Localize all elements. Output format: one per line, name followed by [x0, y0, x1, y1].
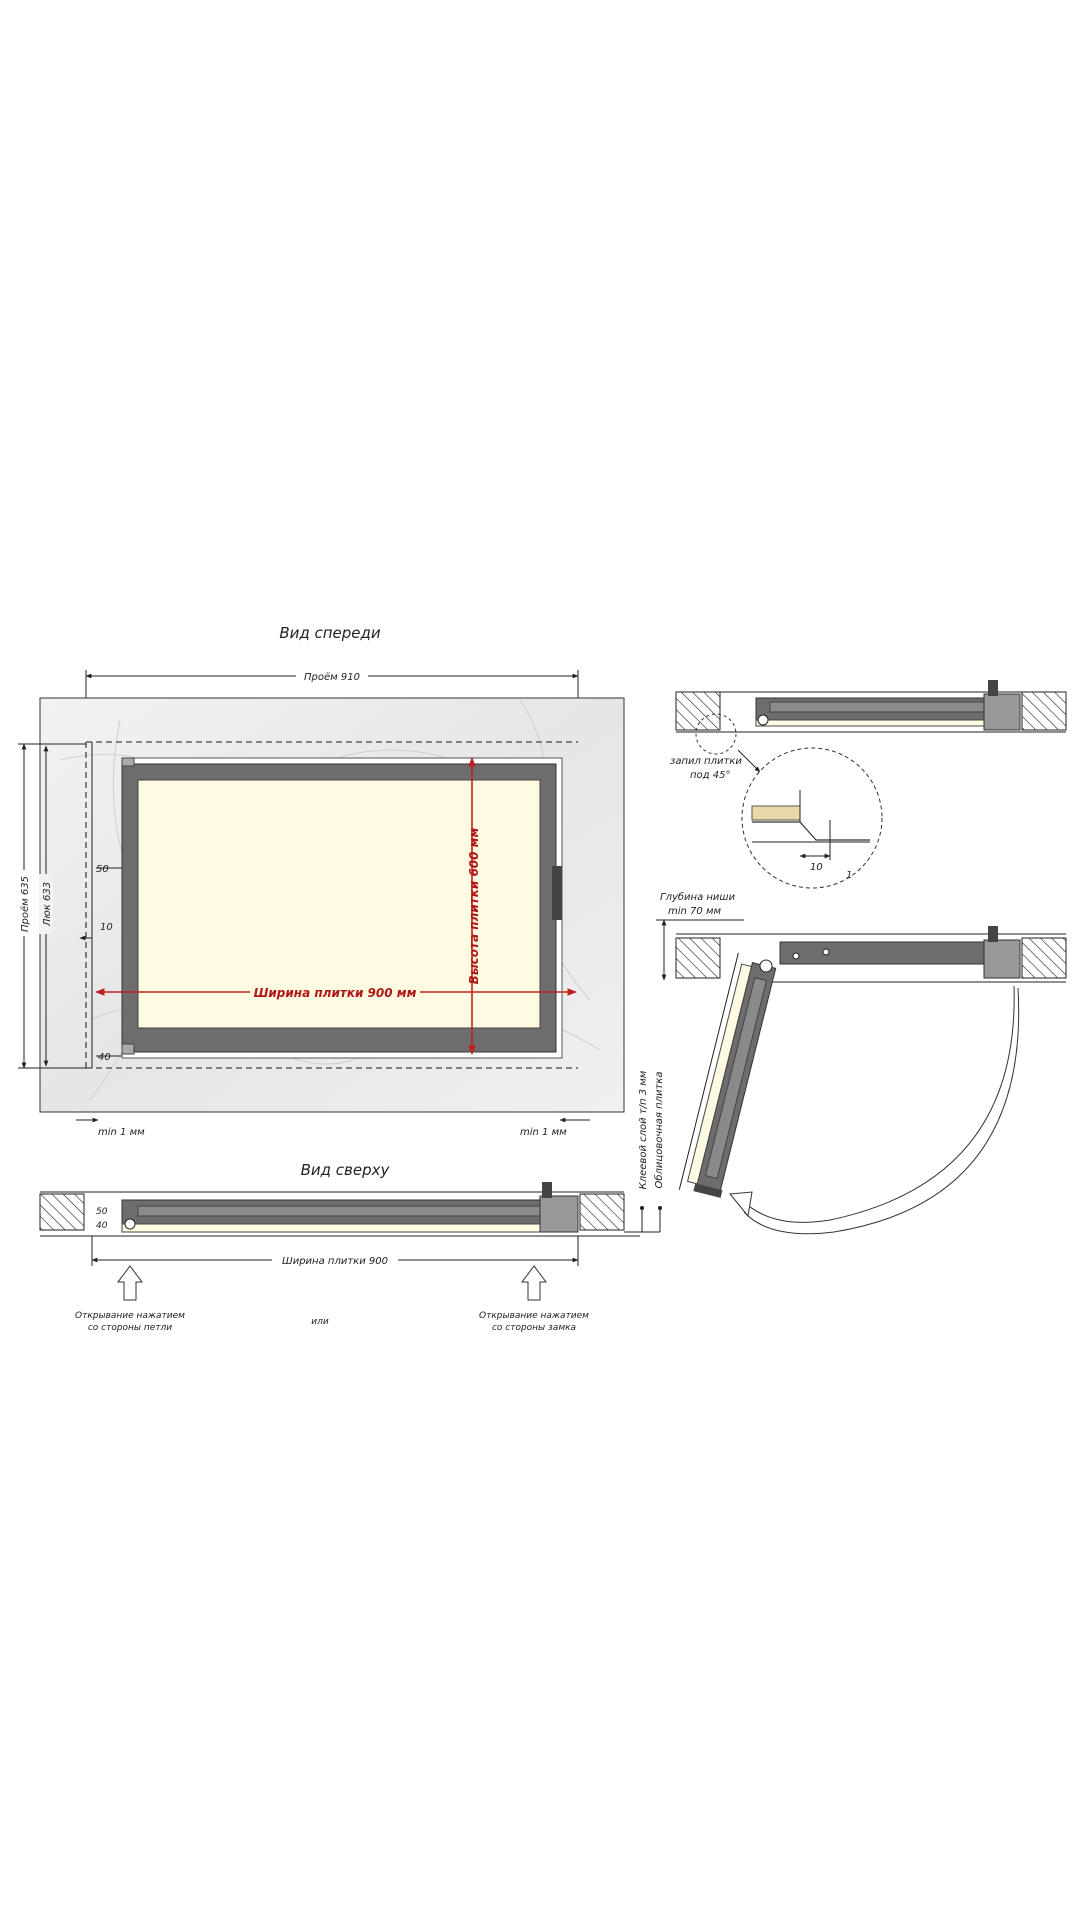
- open-lock-line2: со стороны замка: [492, 1323, 576, 1333]
- open-hinge-line2: со стороны петли: [88, 1323, 172, 1333]
- closed-lock: [983, 693, 1021, 731]
- detail-leader: [737, 749, 761, 773]
- hatch-height-label: Люк 633: [42, 882, 53, 927]
- swung-panel: [678, 952, 777, 1198]
- open-wall-left: [675, 937, 721, 979]
- swing-arc: [739, 985, 1015, 1223]
- top-view-title: Вид сверху: [301, 1161, 391, 1179]
- swung-inner: [704, 977, 768, 1180]
- top-hinge-pivot: [124, 1218, 136, 1230]
- closed-section-view: запил плитки под 45° 10 1: [670, 680, 1067, 889]
- adhesive-label: Клеевой слой т/п 3 мм: [638, 1070, 649, 1189]
- min-gap-left-label: min 1 мм: [98, 1127, 145, 1138]
- tile-width-label: Ширина плитки 900 мм: [254, 986, 417, 1000]
- min-gap-right-label: min 1 мм: [520, 1127, 567, 1138]
- detail-zoom-circle: [741, 747, 883, 889]
- open-hinge-line1: Открывание нажатием: [75, 1311, 185, 1321]
- depth-label-line2: min 70 мм: [668, 906, 721, 917]
- open-hinge-pivot: [759, 959, 773, 973]
- open-frame-fixed: [779, 941, 1005, 965]
- top-inner: [137, 1205, 541, 1217]
- top-tile: [121, 1223, 553, 1233]
- swung-cladding-line: [678, 952, 739, 1190]
- closed-wall-left: [675, 691, 721, 731]
- detail-cut-line: [752, 821, 870, 841]
- top-view: Вид сверху 50 40 Ширина плитки 900 Откры…: [39, 1161, 640, 1333]
- swung-tile: [686, 963, 753, 1185]
- adhesive-dot: [640, 1206, 644, 1210]
- press-hinge-arrow-icon: [117, 1265, 143, 1301]
- closed-wall-right: [1021, 691, 1067, 731]
- hinge-bottom: [121, 1043, 135, 1055]
- front-dim-50: 50: [96, 864, 109, 875]
- swing-arc-outer: [743, 987, 1020, 1235]
- opening-height-label: Проём 635: [20, 876, 31, 932]
- press-lock-arrow-icon: [521, 1265, 547, 1301]
- front-view: Вид спереди Проём 910 Высота плитки 600 …: [17, 624, 625, 1138]
- tile-height-label: Высота плитки 600 мм: [467, 828, 481, 985]
- closed-hinge-pivot: [757, 714, 769, 726]
- front-dim-10: 10: [100, 922, 113, 933]
- swing-arrow-head-icon: [729, 1191, 753, 1218]
- opening-width-label: Проём 910: [304, 672, 360, 683]
- top-lock-knob: [542, 1182, 552, 1198]
- front-dim-40: 40: [98, 1052, 111, 1063]
- cut-label-line1: запил плитки: [670, 756, 742, 767]
- detail-tile-edge: [751, 805, 801, 821]
- open-lock-knob: [988, 926, 998, 942]
- hinge-top: [121, 757, 135, 767]
- lock-block: [552, 866, 562, 920]
- detail-dim-1: 1: [846, 870, 852, 881]
- cladding-label: Облицовочная плитка: [653, 1071, 665, 1188]
- open-section-view: Глубина ниши min 70 мм Клеевой слой т/п …: [624, 891, 1067, 1235]
- cladding-dot: [658, 1206, 662, 1210]
- detail-dim-10: 10: [810, 862, 823, 873]
- top-tile-width-label: Ширина плитки 900: [282, 1256, 388, 1267]
- depth-label-line1: Глубина ниши: [660, 891, 736, 903]
- top-lock: [539, 1195, 579, 1233]
- closed-lock-knob: [988, 680, 998, 696]
- swung-lock-end: [693, 1183, 723, 1198]
- wall-hatch-left: [39, 1193, 85, 1231]
- closed-inner: [769, 701, 993, 713]
- cut-label-line2: под 45°: [690, 770, 730, 781]
- top-dim-40: 40: [96, 1221, 108, 1231]
- detail-callout-circle: [695, 713, 737, 755]
- front-view-title: Вид спереди: [279, 624, 381, 642]
- open-wall-right: [1021, 937, 1067, 979]
- or-label: или: [311, 1317, 329, 1327]
- open-lock: [983, 939, 1021, 979]
- wall-hatch-right: [579, 1193, 625, 1231]
- top-dim-50: 50: [96, 1207, 108, 1217]
- closed-tile: [755, 719, 1003, 727]
- frame-hole-1: [792, 952, 800, 960]
- frame-hole-2: [822, 948, 830, 956]
- open-lock-line1: Открывание нажатием: [479, 1311, 589, 1321]
